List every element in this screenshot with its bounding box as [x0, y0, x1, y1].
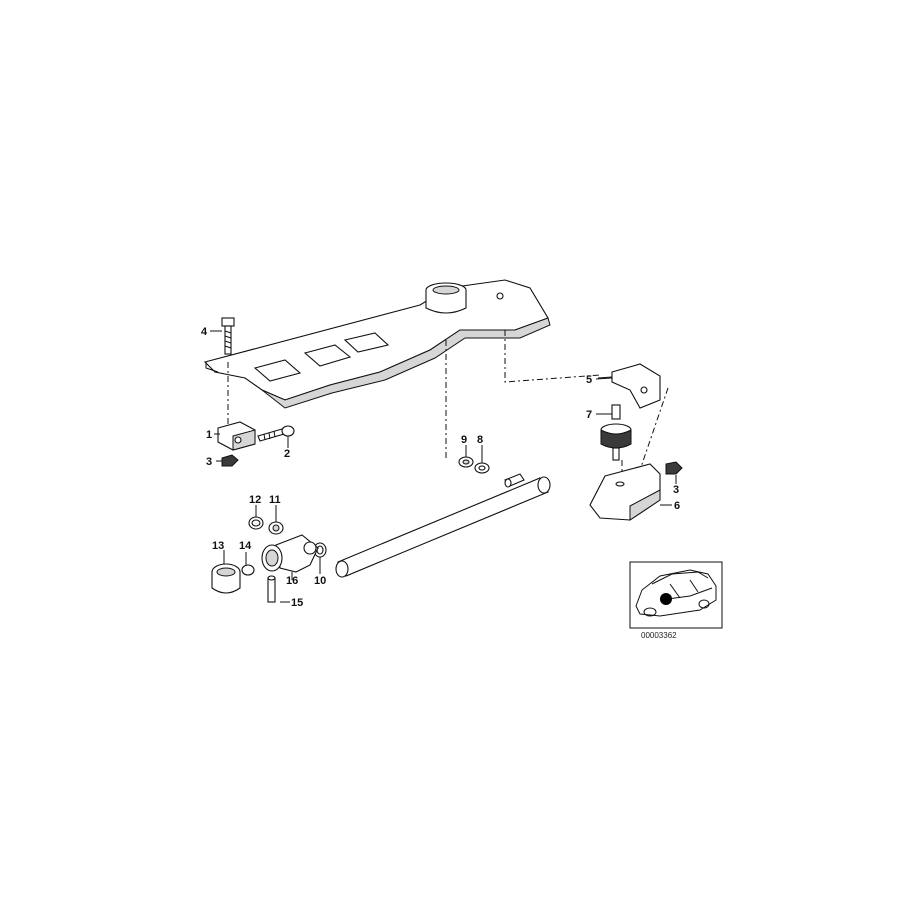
- console-base-plate: [203, 279, 551, 409]
- callout-11: 11: [269, 494, 281, 506]
- callout-3-right: 3: [673, 484, 679, 496]
- part-15-pin: [267, 575, 276, 603]
- assembly-lines: [227, 330, 669, 500]
- part-9-clip: [458, 456, 474, 468]
- part-11-ring: [268, 521, 284, 535]
- vehicle-locator-thumbnail: 00003362: [629, 561, 723, 640]
- callout-9: 9: [461, 434, 467, 446]
- callout-8: 8: [477, 434, 483, 446]
- part-5-bracket-upper: [597, 363, 661, 409]
- location-marker-icon: [660, 593, 672, 605]
- callout-1: 1: [206, 429, 212, 441]
- callout-14: 14: [239, 540, 252, 552]
- callout-4: 4: [201, 326, 208, 338]
- leader-lines: [210, 330, 677, 603]
- callout-6: 6: [674, 500, 680, 512]
- part-12-clip: [248, 516, 264, 530]
- callout-10: 10: [314, 575, 326, 587]
- part-3-nut-right: [665, 461, 683, 475]
- part-7-rubber-mount: [600, 404, 632, 461]
- callout-12: 12: [249, 494, 261, 506]
- shift-rod: [335, 473, 551, 578]
- callout-15: 15: [291, 597, 303, 609]
- callout-7: 7: [586, 409, 592, 421]
- car-icon: [635, 569, 717, 617]
- callout-16: 16: [286, 575, 298, 587]
- part-2-bolt: [257, 425, 295, 442]
- callout-3-left: 3: [206, 456, 212, 468]
- callout-2: 2: [284, 448, 290, 460]
- part-1-clamp-block: [217, 421, 256, 451]
- part-4-bolt: [221, 317, 235, 355]
- part-14-o-ring: [241, 564, 255, 576]
- part-6-bracket-lower: [589, 463, 661, 521]
- part-13-bushing: [211, 563, 241, 594]
- callout-5: 5: [586, 374, 592, 386]
- callout-labels: 1 2 3 4 5 6 7 3 8 9 10 11 12 13 14 15 16: [201, 326, 680, 609]
- reference-number: 00003362: [641, 631, 677, 640]
- part-16-joint: [261, 534, 319, 573]
- part-3-nut-left: [221, 454, 239, 467]
- part-8-washer: [474, 462, 490, 474]
- callout-13: 13: [212, 540, 224, 552]
